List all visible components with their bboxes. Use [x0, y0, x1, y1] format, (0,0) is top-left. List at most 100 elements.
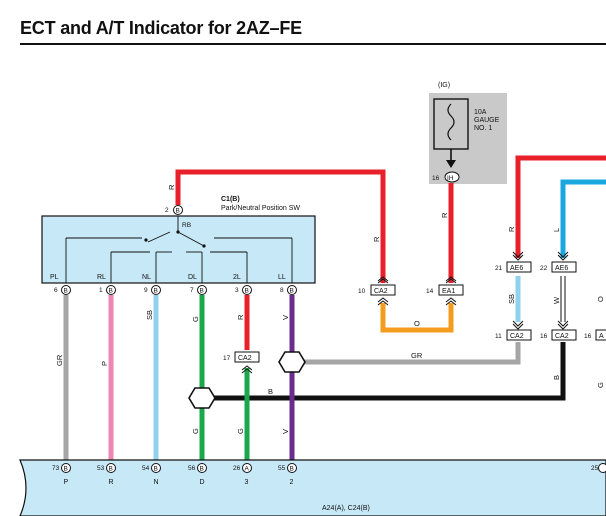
ecm-terminal-label: R [109, 479, 114, 486]
fuse-connector: IH [447, 175, 454, 182]
ecm-terminal-ring [151, 463, 161, 473]
connector-ca2-17: 17 CA2 [223, 351, 260, 374]
ecm-terminal-pin: 73 [52, 465, 60, 472]
park-neutral-switch: C1(B) Park/Neutral Position SW 2 B R [41, 184, 316, 295]
connector-code: AE6 [510, 265, 523, 272]
wire-label-r-ca2: R [372, 236, 381, 242]
switch-terminal-pin: 9 [144, 287, 148, 294]
switch-contact-dot [144, 238, 148, 242]
wires [63, 155, 606, 463]
connector-pin: 22 [540, 265, 548, 272]
wire-label-o-right: O [596, 296, 605, 302]
fuse-icon [447, 103, 455, 141]
ecm-terminal-letter: B [200, 466, 204, 473]
title-rule [20, 43, 606, 45]
switch-terminal-pin: 8 [280, 287, 284, 294]
wire-labels: GR P SB G G R G V V R R O GR B R SB L W … [55, 212, 605, 434]
wire-red-switch-ca2 [175, 169, 386, 283]
wire-label-r-fuse: R [440, 212, 449, 218]
switch-contact-dot [176, 230, 180, 234]
connector-ea1-14: 14 EA1 [426, 276, 464, 306]
ecm-terminal-label: 2 [290, 479, 294, 486]
switch-terminal-ring [287, 285, 297, 295]
wire-label-dl-lower: G [191, 428, 200, 434]
connector-code: CA2 [555, 333, 569, 340]
ecm-terminal-letter: B [109, 466, 113, 473]
connector-chevron-up [241, 365, 253, 374]
wire-label-w-ae6: W [552, 296, 561, 304]
connector-box [551, 261, 577, 273]
switch-input-letter: B [176, 208, 180, 215]
switch-terminal-ring [106, 285, 116, 295]
ecm-terminal-ring [287, 463, 297, 473]
connector-code: A [599, 333, 604, 340]
fuse-name-line1: GAUGE [474, 117, 500, 124]
connector-chevron-down [512, 251, 524, 261]
switch-input-ring [173, 205, 183, 215]
switch-terminal-pin: 3 [235, 287, 239, 294]
ecm-terminal-ring [242, 463, 252, 473]
connector-ae6-21: 21 AE6 [495, 251, 532, 273]
ecm-terminal-label: N [154, 479, 159, 486]
splice-ll [278, 351, 306, 373]
switch-terminal-label: NL [142, 274, 151, 281]
ecm-terminal-letter: B [64, 466, 68, 473]
ecm-terminal-label: D [200, 479, 205, 486]
connector-box [506, 261, 532, 273]
connector-chevron-down [512, 320, 524, 330]
wire-label-switch-r: R [167, 184, 176, 190]
switch-terminal-letter: B [109, 288, 113, 295]
wire-label-ll-lower: V [281, 429, 290, 434]
switch-contact-dot [202, 244, 206, 248]
switch-terminal-pin: 6 [54, 287, 58, 294]
switch-terminal-letter: B [290, 288, 294, 295]
switch-terminal-letter: B [245, 288, 249, 295]
connector-box [438, 284, 464, 296]
fuse-supply: (IG) [438, 82, 450, 89]
ecm-right-pin: 25 [591, 465, 599, 472]
wire-label-ll-upper: V [281, 315, 290, 320]
fuse-connector-ring [444, 171, 460, 183]
connector-ca2-16: 16 CA2 [540, 320, 577, 341]
connector-pin: 11 [495, 333, 502, 340]
switch-name: Park/Neutral Position SW [221, 205, 300, 212]
switch-common-label: RB [182, 222, 191, 229]
wire-label-nl: SB [145, 310, 154, 320]
fuse-pin: 16 [432, 175, 440, 182]
connector-pin: 16 [540, 333, 548, 340]
ecm-terminal-ring [197, 463, 207, 473]
connector-ca2-11: 11 CA2 [495, 320, 532, 341]
connector-box [370, 284, 396, 296]
switch-terminal-ring [61, 285, 71, 295]
connector-code: CA2 [374, 288, 388, 295]
wire-black-ca2-splice [202, 342, 566, 401]
ecm-terminal-letter: B [154, 466, 158, 473]
wire-label-rl: P [100, 361, 109, 366]
ecm-name: A24(A), C24(B) [322, 505, 370, 512]
ecm-terminal-pin: 55 [278, 465, 286, 472]
connector-ae6-22: 22 AE6 [540, 251, 577, 273]
wire-gray-ca2-splice [292, 342, 521, 365]
fuse-block: (IG) 10A GAUGE NO. 1 16 IH [429, 82, 507, 184]
connector-pin: 16 [584, 333, 592, 340]
switch-terminal-label: PL [50, 274, 59, 281]
switch-terminal-letter: B [154, 288, 158, 295]
switch-terminal-letter: B [200, 288, 204, 295]
ecm-terminal-pin: 56 [188, 465, 196, 472]
switch-input-pin: 2 [165, 207, 169, 214]
connector-code: EA1 [442, 288, 455, 295]
connector-box [234, 351, 260, 363]
ecm-body [19, 459, 606, 516]
connector-ca2-16-partial: 16 A [584, 329, 606, 341]
connector-chevron-down [557, 320, 569, 330]
connector-pin: 17 [223, 355, 231, 362]
connector-box [595, 329, 606, 341]
switch-terminal-pin: 7 [190, 287, 194, 294]
ecm-terminal-ring [106, 463, 116, 473]
wire-red-ae6 [515, 155, 606, 258]
wire-label-l-ae6: L [552, 228, 561, 232]
connector-code: CA2 [510, 333, 524, 340]
